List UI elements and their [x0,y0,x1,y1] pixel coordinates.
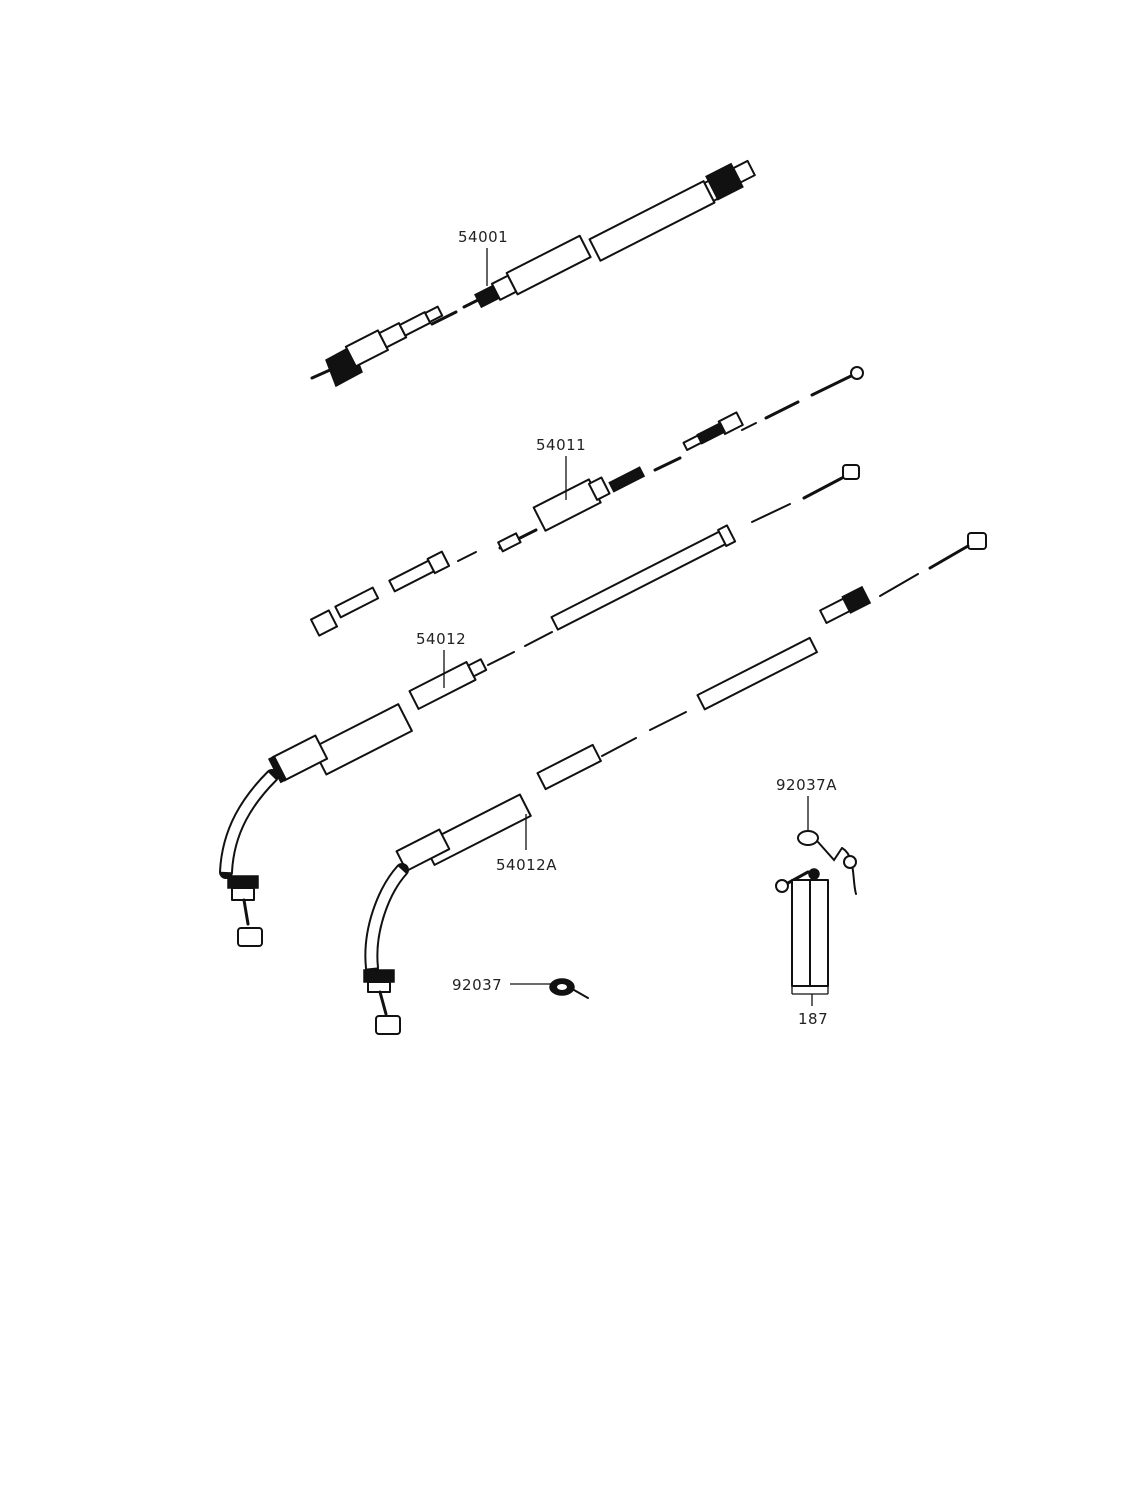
label-throttle-cable: 54012 [416,630,466,648]
label-tube: 187 [798,1010,828,1028]
throttle-cable-a[interactable] [363,532,987,1035]
clutch-cable[interactable] [310,366,864,637]
clamp-a[interactable] [797,830,857,895]
speedometer-cable[interactable] [310,156,757,388]
label-clutch-cable: 54011 [536,436,586,454]
leader-lines [443,248,829,1006]
label-speedometer-cable: 54001 [458,228,508,246]
label-throttle-cable-a: 54012A [496,856,557,874]
label-clamp: 92037 [452,976,502,994]
tube[interactable] [775,868,829,987]
label-clamp-a: 92037A [776,776,837,794]
throttle-cable[interactable] [219,464,860,947]
clamp[interactable] [549,978,589,999]
